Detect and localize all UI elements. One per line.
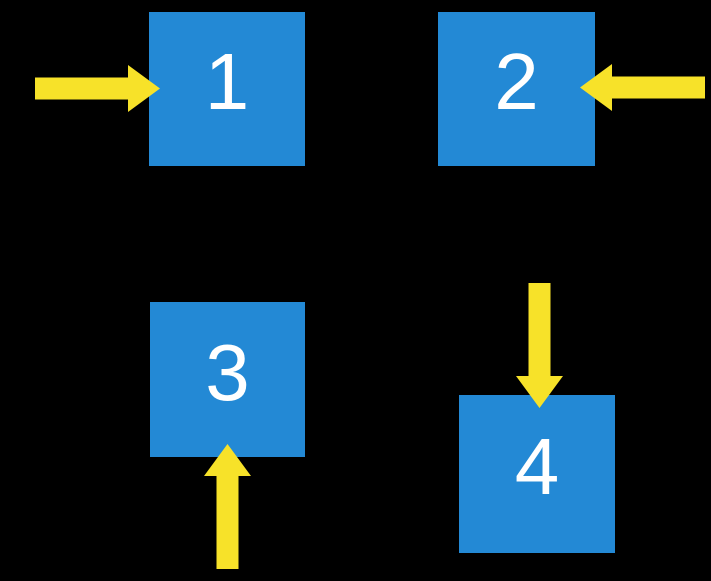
box-1-label: 1: [204, 37, 250, 126]
arrow-into-box-1: [35, 65, 160, 112]
box-3-label: 3: [205, 327, 250, 417]
box-1: 1: [149, 12, 305, 166]
down-arrow-icon: [516, 283, 563, 408]
arrow-into-box-2: [580, 64, 705, 111]
right-arrow-icon: [35, 65, 160, 112]
box-4: 4: [459, 395, 615, 553]
box-4-label: 4: [514, 422, 560, 511]
box-2: 2: [438, 12, 595, 166]
left-arrow-icon: [580, 64, 705, 111]
up-arrow-icon: [204, 444, 251, 569]
arrow-into-box-3: [204, 444, 251, 569]
arrow-into-box-4: [516, 283, 563, 408]
box-2-label: 2: [494, 37, 539, 126]
box-3: 3: [150, 302, 305, 457]
